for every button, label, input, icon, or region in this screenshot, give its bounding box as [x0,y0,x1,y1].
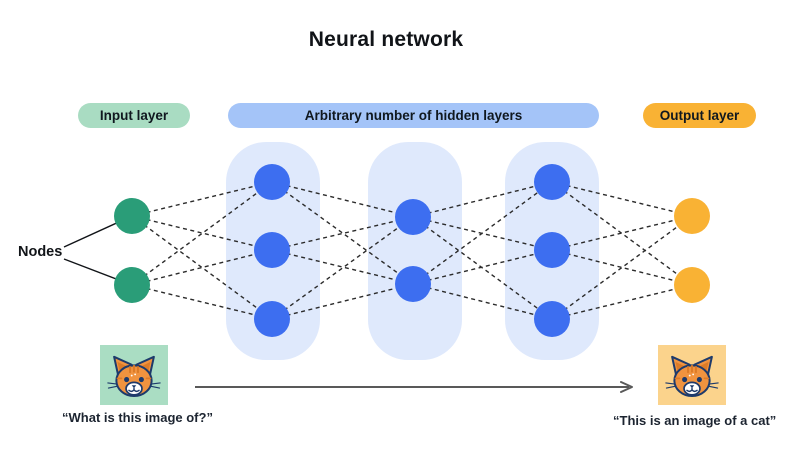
connection-line [131,215,273,251]
connection-line [131,215,273,320]
input-caption: “What is this image of?” [62,410,213,425]
hidden-layers-label-pill: Arbitrary number of hidden layers [228,103,599,128]
connection-line [412,181,553,218]
connection-line [271,283,414,320]
output-layer-label-pill: Output layer [643,103,756,128]
connection-line [131,249,273,286]
output-layer-node [674,267,710,303]
output-layer-node [674,198,710,234]
hidden-layer-1-node [254,164,290,200]
cat-face-icon [107,355,161,398]
connection-line [412,249,553,285]
connection-line [271,181,414,218]
input-layer-node [114,267,150,303]
connection-line [412,283,553,320]
nodes-annotation-label: Nodes [18,244,63,260]
output-caption: “This is an image of a cat” [613,413,777,428]
hidden-layer-2-box [368,142,462,360]
connection-line [551,215,693,320]
input-layer-label: Input layer [99,108,169,123]
hidden-layer-2-node [395,266,431,302]
hidden-layer-1-node [254,232,290,268]
connection-line [412,216,553,320]
hidden-layer-1-node [254,301,290,337]
connection-line [551,181,693,286]
connection-line [551,181,693,217]
connection-line [271,216,414,251]
connection-line [271,216,414,320]
flow-arrowhead-icon [620,381,633,393]
input-cat-image [100,345,168,405]
connection-line [131,284,273,320]
output-layer-label: Output layer [659,108,740,123]
page-title: Neural network [308,28,464,51]
connection-line [131,181,273,286]
connection-line [551,215,693,251]
connection-line [551,284,693,320]
input-layer-node [114,198,150,234]
connection-line [131,181,273,217]
hidden-layer-3-node [534,232,570,268]
input-layer-label-pill: Input layer [78,103,190,128]
connection-line [412,181,553,285]
output-cat-image [658,345,726,405]
hidden-layer-3-node [534,301,570,337]
hidden-layer-3-node [534,164,570,200]
connection-line [551,249,693,286]
connection-line [271,249,414,285]
connection-line [271,181,414,285]
cat-face-icon [665,355,719,398]
hidden-layer-2-node [395,199,431,235]
hidden-layers-label: Arbitrary number of hidden layers [304,108,523,123]
